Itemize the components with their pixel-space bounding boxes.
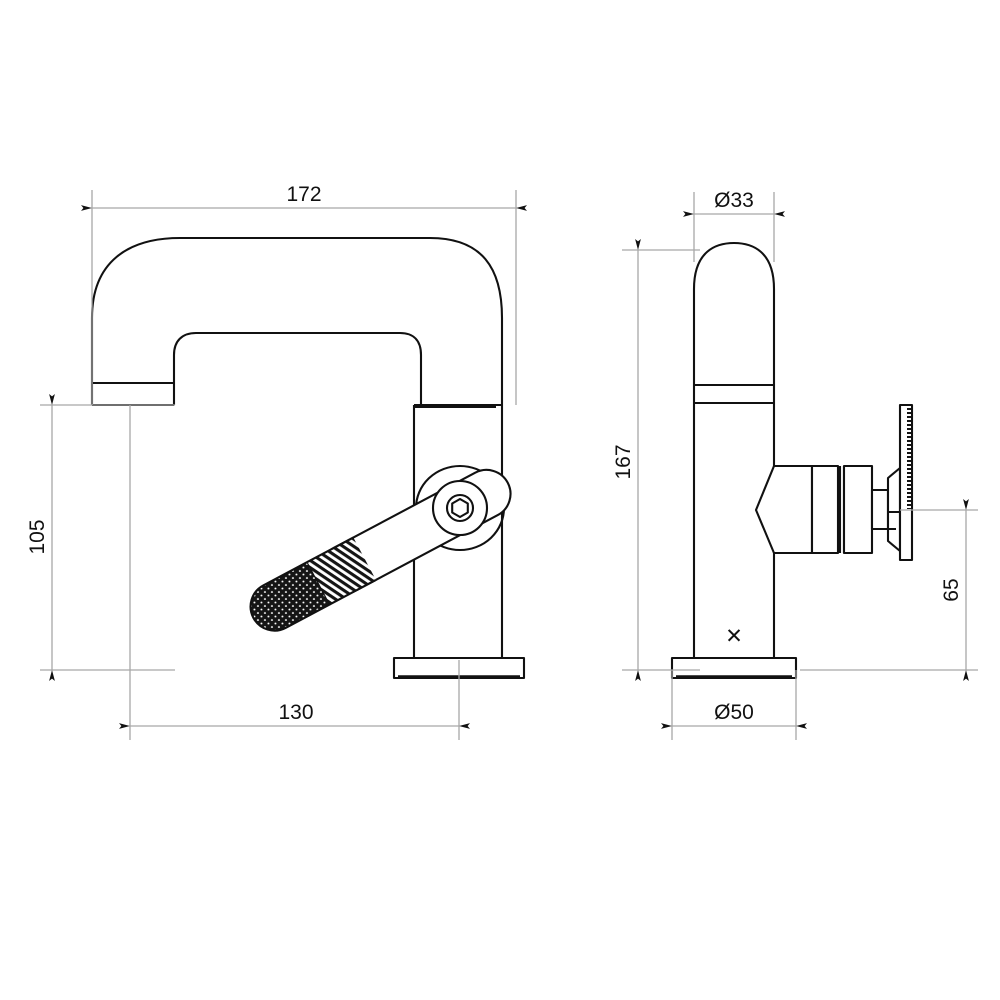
side-handle-neck: [870, 488, 890, 531]
handle-grip-ribs: [307, 537, 376, 605]
handle-knurled-grip: [249, 560, 332, 632]
side-handle-shaft: [842, 464, 874, 555]
front-elevation-view: [90, 236, 526, 680]
dimension-value: 172: [286, 183, 321, 206]
dimension-base-diameter: Ø50: [661, 670, 807, 740]
spout-outer-profile: [90, 236, 504, 405]
side-grip-flange: [886, 466, 902, 553]
handle-grip-ribs-edge: [306, 536, 377, 606]
handle-pivot-hex-screw: [451, 497, 469, 519]
dimension-value: 65: [940, 578, 963, 601]
dimension-layer: 172 105 130 Ø33 167: [26, 183, 978, 740]
side-base-plate: [670, 656, 798, 680]
dimension-value: Ø33: [714, 189, 754, 212]
dimension-value: Ø50: [714, 701, 754, 724]
side-handle-collar: [810, 464, 840, 555]
side-handle-wedge: [754, 464, 814, 555]
dimension-overall-height: 167: [612, 239, 700, 681]
dimension-value: 105: [26, 519, 49, 554]
dimension-value: 167: [612, 444, 635, 479]
dimension-spout-reach-overall: 172: [81, 183, 527, 405]
cold-cross-marking: ✕: [725, 625, 743, 648]
dimension-body-diameter: Ø33: [683, 189, 785, 262]
spout-inner-profile: [172, 331, 423, 405]
side-grip-lower-notch: [888, 510, 900, 531]
side-grip-knurl-texture: [907, 406, 911, 509]
dimension-handle-height: 65: [800, 499, 978, 681]
dimension-spout-projection: 130: [119, 405, 470, 740]
side-elevation-view: ✕: [670, 241, 914, 680]
dimension-value: 130: [278, 701, 313, 724]
side-body-dome: [692, 241, 776, 658]
dimension-spout-height: 105: [26, 394, 175, 681]
